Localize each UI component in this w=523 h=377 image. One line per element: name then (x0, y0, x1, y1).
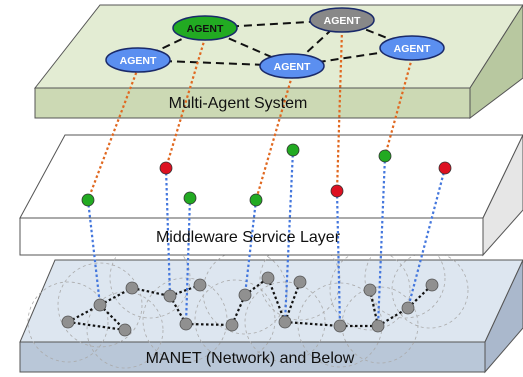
network-node (163, 289, 177, 303)
network-node (125, 281, 139, 295)
network-node (179, 317, 193, 331)
agent-label: AGENT (274, 61, 311, 73)
agent-label: AGENT (324, 15, 361, 27)
agent-blue: AGENT (379, 35, 445, 61)
network-node (261, 271, 275, 285)
network-node (225, 318, 239, 332)
agent-label: AGENT (187, 23, 224, 35)
middleware-layer-label: Middleware Service Layer (156, 229, 341, 246)
network-nodes (61, 271, 439, 337)
service-node-links (86, 149, 447, 327)
manet-layer-label: MANET (Network) and Below (146, 350, 355, 367)
service-point-green (183, 191, 197, 205)
agent-label: AGENT (120, 55, 157, 67)
service-point-green (286, 143, 300, 157)
network-node (238, 288, 252, 302)
agent-blue: AGENT (259, 53, 325, 79)
network-node (93, 298, 107, 312)
network-node (333, 319, 347, 333)
agent-gray: AGENT (309, 7, 375, 33)
agent-green: AGENT (172, 15, 238, 41)
network-node (363, 283, 377, 297)
network-node (61, 315, 75, 329)
service-point-red (438, 161, 452, 175)
service-point-green (81, 193, 95, 207)
network-node (193, 278, 207, 292)
network-node (293, 275, 307, 289)
agent-blue: AGENT (105, 47, 171, 73)
service-points (81, 143, 452, 207)
network-node (278, 315, 292, 329)
service-point-green (249, 193, 263, 207)
network-node (118, 323, 132, 337)
mas-layer-label: Multi-Agent System (169, 95, 308, 112)
network-node (371, 319, 385, 333)
network-node (401, 301, 415, 315)
network-node (425, 278, 439, 292)
service-point-red (330, 184, 344, 198)
service-point-red (159, 161, 173, 175)
agent-label: AGENT (394, 43, 431, 55)
service-point-green (378, 149, 392, 163)
agent-service-links (86, 29, 414, 201)
